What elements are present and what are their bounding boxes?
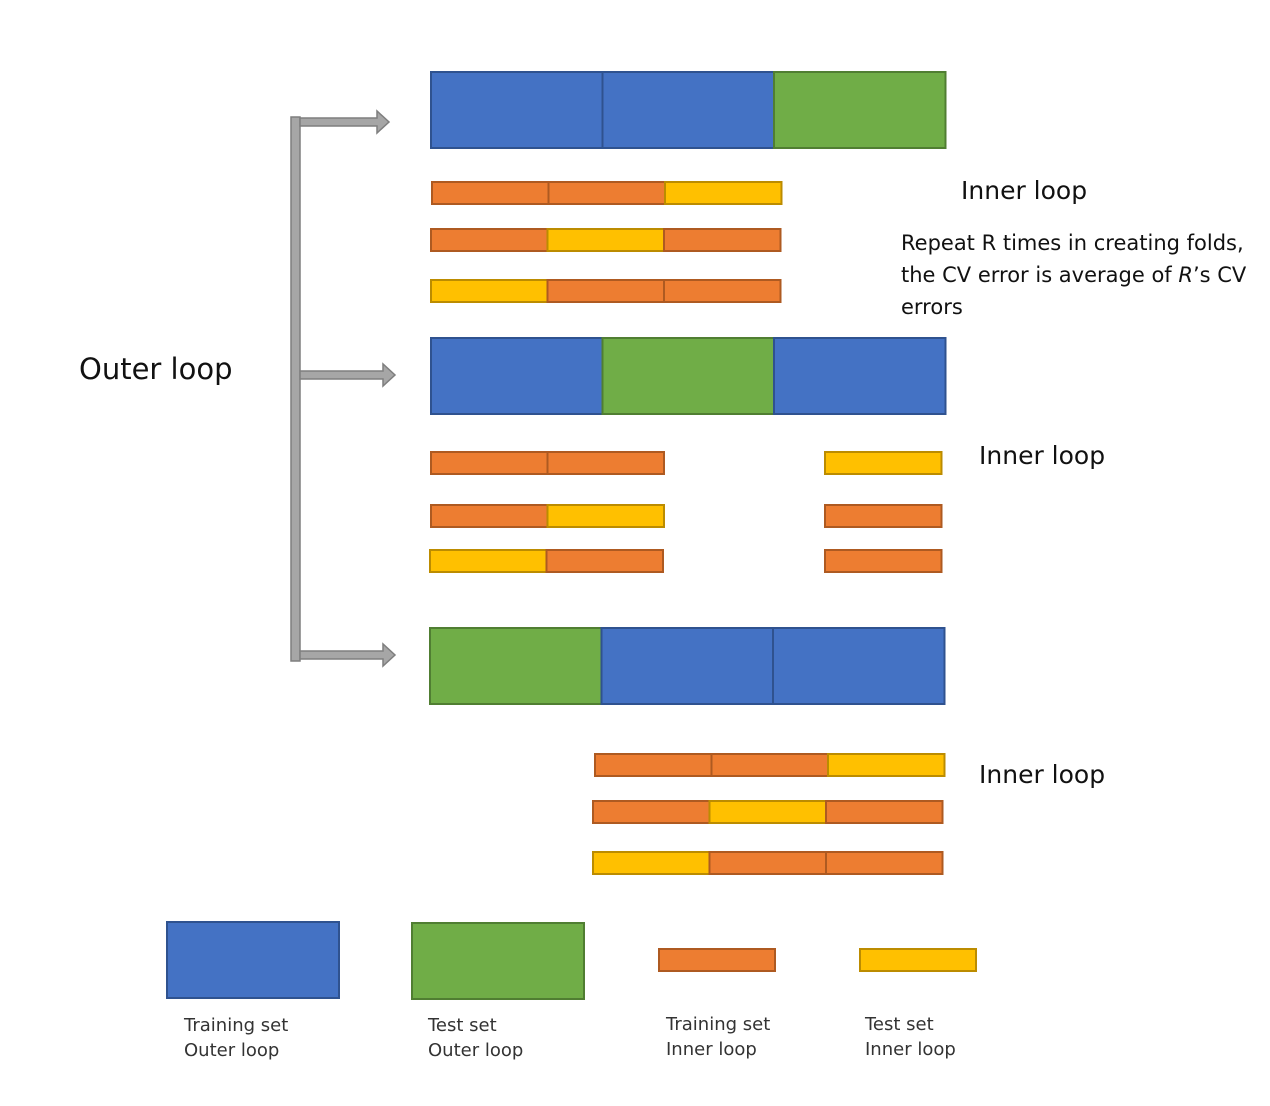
legend-swatch-test-outer: [411, 922, 585, 1000]
repeat-note-line-2: the CV error is average of R’s CV: [901, 259, 1246, 291]
inner-fold-2-row-1-segment-2: [546, 451, 665, 475]
inner-fold-3-row-3-segment-1: [592, 851, 711, 875]
outer-fold-2-segment-2: [601, 337, 775, 415]
legend-label-3-line-2: Inner loop: [666, 1039, 757, 1060]
outer-fold-2-segment-3: [773, 337, 947, 415]
inner-fold-3-row-1-segment-2: [710, 753, 829, 777]
legend-label-1-line-2: Outer loop: [184, 1040, 280, 1061]
inner-loop-label-1: Inner loop: [961, 176, 1088, 205]
inner-fold-2-row-3-segment-1: [429, 549, 548, 573]
outer-loop-arrow-1-icon: [299, 109, 391, 135]
inner-fold-2-row-2-segment-1: [430, 504, 549, 528]
repeat-note-line-1: Repeat R times in creating folds,: [901, 231, 1244, 255]
repeat-note-line-2-start: the CV error is average of: [901, 263, 1179, 287]
outer-fold-2-segment-1: [430, 337, 604, 415]
legend-swatch-training-outer: [166, 921, 340, 999]
legend-label-2-line-2: Outer loop: [428, 1040, 524, 1061]
outer-fold-1-segment-2: [601, 71, 775, 149]
legend-label-4-line-2: Inner loop: [865, 1039, 956, 1060]
inner-fold-3-row-2-segment-3: [825, 800, 944, 824]
outer-fold-1-segment-1: [430, 71, 604, 149]
repeat-note-line-2-italic: R: [1178, 263, 1193, 287]
inner-loop-label-3: Inner loop: [979, 760, 1106, 789]
legend-label-training-inner: Training set Inner loop: [666, 1012, 770, 1062]
outer-loop-arrow-2-icon: [299, 362, 397, 388]
repeat-note: Repeat R times in creating folds, the CV…: [901, 227, 1246, 323]
inner-fold-1-row-2-segment-2: [546, 228, 665, 252]
repeat-note-line-3: errors: [901, 295, 963, 319]
legend-label-test-inner: Test set Inner loop: [865, 1012, 956, 1062]
legend-label-3-line-1: Training set: [666, 1014, 771, 1035]
outer-fold-3-segment-2: [600, 627, 774, 705]
legend-label-training-outer: Training set Outer loop: [184, 1013, 288, 1063]
inner-fold-3-row-3-segment-3: [825, 851, 944, 875]
outer-loop-arrow-3-icon: [299, 642, 397, 668]
legend-label-1-line-1: Training set: [184, 1015, 289, 1036]
outer-fold-1-segment-3: [773, 71, 947, 149]
inner-fold-1-row-3-segment-3: [663, 279, 782, 303]
inner-fold-1-row-1-segment-2: [547, 181, 666, 205]
inner-fold-3-row-3-segment-2: [708, 851, 827, 875]
inner-fold-1-row-2-segment-1: [430, 228, 549, 252]
inner-fold-2-row-2-segment-3: [824, 504, 943, 528]
inner-fold-1-row-3-segment-1: [430, 279, 549, 303]
inner-fold-3-row-2-segment-2: [708, 800, 827, 824]
outer-fold-3-segment-1: [429, 627, 603, 705]
legend-swatch-test-inner: [859, 948, 977, 972]
legend-label-test-outer: Test set Outer loop: [428, 1013, 523, 1063]
legend-swatch-training-inner: [658, 948, 776, 972]
legend-label-2-line-1: Test set: [428, 1015, 497, 1036]
inner-fold-1-row-3-segment-2: [546, 279, 665, 303]
inner-fold-2-row-2-segment-2: [546, 504, 665, 528]
inner-fold-3-row-1-segment-3: [827, 753, 946, 777]
inner-fold-1-row-2-segment-3: [663, 228, 782, 252]
inner-fold-2-row-3-segment-2: [545, 549, 664, 573]
inner-fold-1-row-1-segment-1: [431, 181, 550, 205]
inner-fold-3-row-1-segment-1: [594, 753, 713, 777]
inner-fold-2-row-1-segment-3: [824, 451, 943, 475]
inner-fold-2-row-1-segment-1: [430, 451, 549, 475]
inner-loop-label-2: Inner loop: [979, 441, 1106, 470]
legend-label-4-line-1: Test set: [865, 1014, 934, 1035]
inner-fold-1-row-1-segment-3: [664, 181, 783, 205]
outer-loop-label: Outer loop: [79, 352, 233, 386]
inner-fold-3-row-2-segment-1: [592, 800, 711, 824]
inner-fold-2-row-3-segment-3: [824, 549, 943, 573]
repeat-note-line-2-end: ’s CV: [1192, 263, 1247, 287]
outer-fold-3-segment-3: [772, 627, 946, 705]
outer-loop-bracket: [290, 116, 301, 662]
